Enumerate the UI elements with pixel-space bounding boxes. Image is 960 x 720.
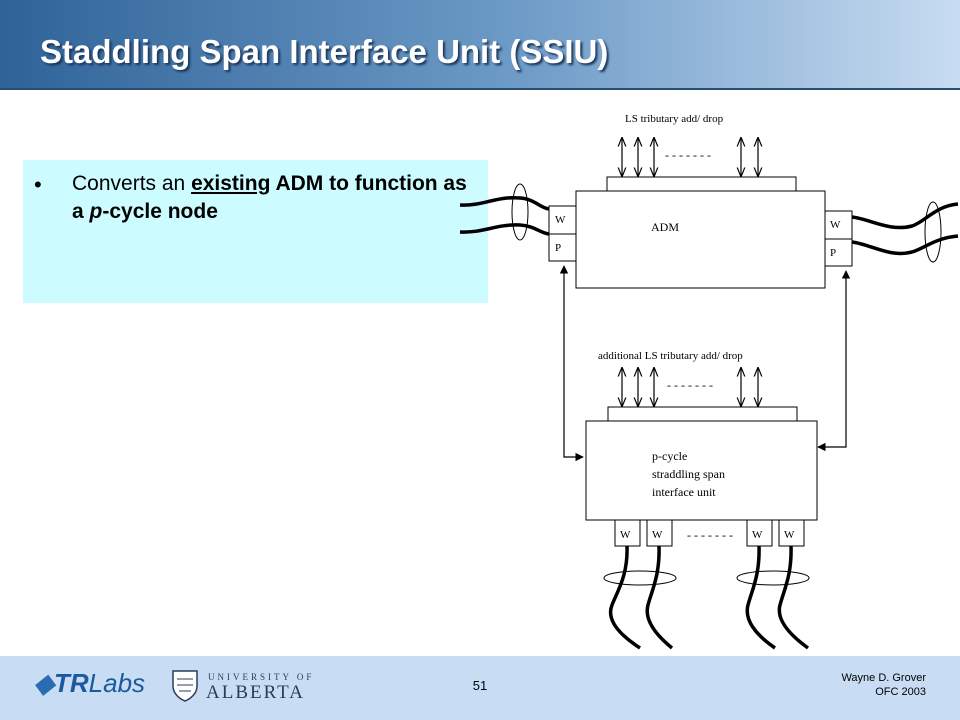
ssiu-label-line2: straddling span (652, 467, 725, 481)
left-span-bundle (511, 183, 529, 241)
adm-port-p-right (824, 238, 853, 267)
bullet-italic: p (89, 200, 103, 223)
bullet-suffix-1: ADM to function as a (72, 172, 467, 223)
adm-port-p-left-label: P (555, 242, 561, 254)
top-tributary-label: LS tributary add/ drop (625, 113, 724, 125)
mid-tributary-label: additional LS tributary add/ drop (598, 350, 743, 362)
top-tributary-arrows (622, 138, 758, 176)
bullet-emphasis: existing (191, 172, 271, 195)
bullet-marker: • (34, 172, 42, 197)
ssiu-port-w-3 (746, 519, 773, 547)
bullet-prefix: Converts an (72, 172, 192, 195)
ssiu-port-w-2-label: W (652, 529, 663, 541)
trlabs-logo: ◆TRLabs (34, 668, 145, 699)
top-dashes: - - - - - - - (665, 148, 711, 162)
footer-bar (0, 656, 960, 720)
ssiu-label-line1: p-cycle (652, 449, 687, 463)
ssiu-box (585, 420, 818, 521)
adm-top-bar (606, 176, 797, 192)
bottom-right-bundle (736, 570, 810, 586)
trlabs-logo-labs: Labs (88, 668, 146, 698)
adm-port-w-right-label: W (830, 219, 841, 231)
ssiu-top-bar (607, 406, 798, 422)
author-info: Wayne D. Grover OFC 2003 (841, 671, 926, 699)
ssiu-port-w-2 (646, 519, 673, 547)
title-bar (0, 0, 960, 90)
protect-link-right (817, 270, 851, 452)
left-span-cables (459, 195, 550, 236)
ssiu-port-w-1-label: W (620, 529, 631, 541)
bullet-box (23, 160, 488, 303)
ssiu-port-w-4-label: W (784, 529, 795, 541)
page-number: 51 (472, 678, 488, 693)
event-name: OFC 2003 (875, 686, 926, 698)
ssiu-label-line3: interface unit (652, 485, 716, 499)
mid-dashes: - - - - - - - (667, 378, 713, 392)
bottom-dashes: - - - - - - - (687, 528, 733, 542)
slide-title: Staddling Span Interface Unit (SSIU) (40, 33, 609, 70)
adm-port-w-left-label: W (555, 214, 566, 226)
bullet-suffix-2: -cycle node (102, 200, 218, 223)
adm-box (575, 190, 826, 289)
ualberta-small-text: UNIVERSITY OF (208, 672, 315, 682)
adm-port-p-left (548, 233, 577, 262)
author-name: Wayne D. Grover (841, 672, 926, 684)
adm-label: ADM (651, 220, 679, 234)
ssiu-port-w-4 (778, 519, 805, 547)
adm-port-w-left (548, 205, 577, 235)
ualberta-crest-icon (172, 670, 198, 702)
bottom-cables (608, 545, 810, 650)
mid-tributary-arrows (622, 368, 758, 406)
protect-link-left (559, 265, 584, 462)
right-span-bundle (924, 201, 942, 263)
ssiu-port-w-1 (614, 519, 641, 547)
ssiu-port-w-3-label: W (752, 529, 763, 541)
ualberta-big-text: ALBERTA (206, 682, 305, 703)
bottom-left-bundle (603, 570, 677, 586)
bullet-text: Converts an existing ADM to function as … (72, 170, 472, 226)
trlabs-mark-icon: ◆ (34, 668, 54, 698)
adm-port-p-right-label: P (830, 247, 836, 259)
right-span-cables (851, 202, 959, 256)
adm-port-w-right (824, 210, 853, 240)
trlabs-logo-tr: TR (54, 668, 89, 698)
